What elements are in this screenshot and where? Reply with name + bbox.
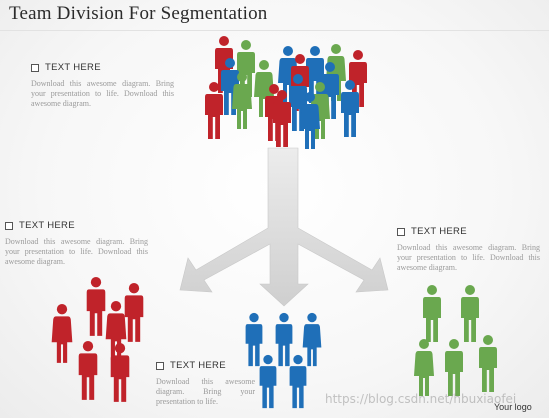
block-body: Download this awesome diagram. Bring you…	[5, 237, 148, 266]
block-heading: TEXT HERE	[45, 62, 101, 73]
right-group	[414, 285, 497, 396]
checkbox-icon	[397, 227, 405, 236]
person-figure-blue	[259, 354, 277, 409]
text-block-right: TEXT HERE Download this awesome diagram.…	[397, 226, 540, 273]
slide-title: Team Division For Segmentation	[9, 3, 268, 24]
person-figure-red	[86, 277, 106, 336]
logo-text: Your logo	[494, 402, 532, 412]
person-figure-blue	[275, 312, 293, 367]
person-figure-blue	[302, 312, 322, 367]
team-group	[205, 36, 367, 149]
block-heading: TEXT HERE	[170, 360, 226, 371]
block-heading: TEXT HERE	[411, 226, 467, 237]
text-block-bottom: TEXT HERE Download this awesome diagram.…	[156, 360, 255, 407]
watermark-text: https://blog.csdn.net/hbuxiaofei	[325, 392, 517, 406]
person-figure-red	[51, 304, 73, 363]
text-block-top-left: TEXT HERE Download this awesome diagram.…	[31, 62, 174, 109]
person-figure-red	[124, 283, 144, 342]
person-figure-blue	[289, 354, 307, 409]
person-figure-green	[423, 285, 441, 342]
text-block-left: TEXT HERE Download this awesome diagram.…	[5, 220, 148, 267]
person-figure-green	[461, 285, 479, 342]
block-body: Download this awesome diagram. Bring you…	[156, 377, 255, 406]
block-body: Download this awesome diagram. Bring you…	[397, 243, 540, 272]
checkbox-icon	[156, 361, 164, 370]
person-figure-blue	[245, 312, 263, 367]
person-figure-red	[78, 341, 98, 400]
center-group	[245, 312, 322, 409]
person-figure-green	[445, 339, 463, 396]
left-group	[51, 277, 144, 402]
block-body: Download this awesome diagram. Bring you…	[31, 79, 174, 108]
checkbox-icon	[31, 63, 39, 72]
person-figure-green	[479, 335, 497, 392]
block-heading: TEXT HERE	[19, 220, 75, 231]
title-divider	[0, 30, 549, 31]
person-figure-green	[414, 339, 434, 396]
split-arrow	[179, 147, 389, 307]
checkbox-icon	[5, 221, 13, 230]
